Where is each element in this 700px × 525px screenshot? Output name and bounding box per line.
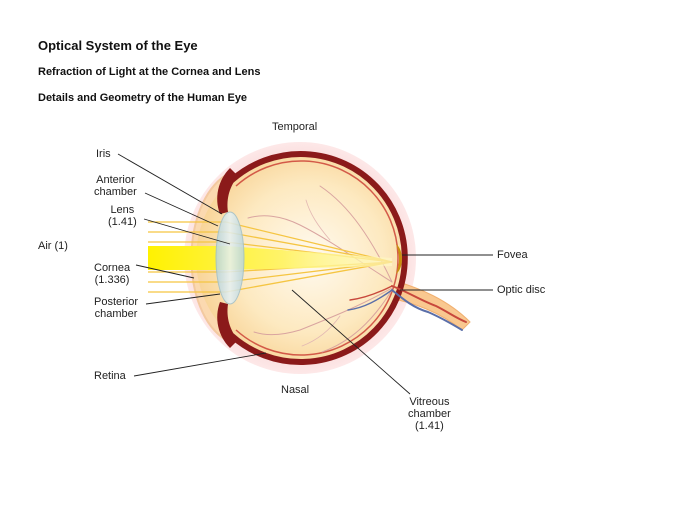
retinal-vessels (247, 185, 467, 353)
label-optic-disc: Optic disc (497, 284, 546, 296)
subtitle-refraction: Refraction of Light at the Cornea and Le… (38, 66, 261, 78)
fovea-pit (396, 244, 402, 274)
sclera (229, 151, 408, 365)
label-vitreous-chamber: Vitreous chamber (1.41) (408, 396, 451, 432)
leader-lines (117, 153, 493, 395)
label-temporal: Temporal (272, 121, 318, 133)
iris-upper (217, 168, 238, 214)
subtitle-details: Details and Geometry of the Human Eye (38, 92, 248, 104)
choroid (235, 160, 399, 356)
label-retina: Retina (94, 370, 126, 382)
label-posterior-chamber: Posterior chamber (94, 296, 139, 320)
label-fovea: Fovea (497, 249, 528, 261)
iris-lower (217, 302, 238, 348)
lens-shape (215, 211, 245, 305)
label-anterior-chamber: Anterior chamber (94, 174, 137, 198)
page-title: Optical System of the Eye (38, 38, 198, 53)
light-beam (148, 246, 392, 270)
label-cornea: Cornea (1.336) (94, 262, 131, 286)
label-nasal: Nasal (281, 384, 310, 396)
label-lens: Lens (1.41) (108, 204, 137, 228)
label-air: Air (1) (38, 240, 68, 252)
label-iris: Iris (96, 148, 111, 160)
